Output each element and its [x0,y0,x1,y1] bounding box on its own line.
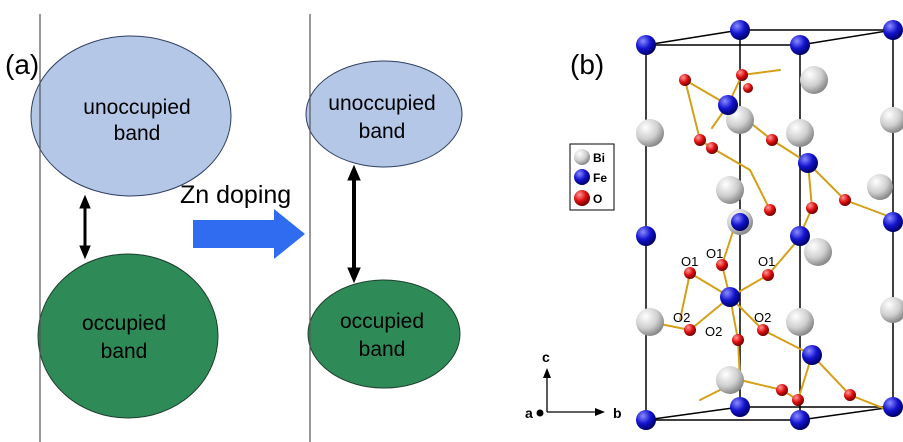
o-atom [684,324,696,336]
bi-atom [786,119,814,147]
axis-label-a: a [525,405,533,421]
band-gap-arrow-large [347,164,361,284]
site-label-o1: O1 [706,246,723,261]
band-gap-arrow-small [79,194,91,260]
bi-atom [804,238,832,266]
bi-atom [880,297,903,323]
fe-atom [790,226,810,246]
occupied-band-label-line2: band [101,340,148,363]
fe-atom [636,226,656,246]
unoccupied-band-label-line1: unoccupied [83,96,190,119]
unoccupied-band-ellipse [30,35,232,197]
site-labels: O1 O1 O1 O2 O2 O2 [673,246,775,339]
o-atom [792,394,804,406]
o-atom [732,334,744,346]
panel-b-label: (b) [570,49,604,80]
fe-atom [730,397,750,417]
fe-atom [636,35,656,55]
o-atom [743,83,753,93]
fe-atom [731,213,749,231]
bonds [649,69,894,413]
o-atom [806,202,818,214]
bi-atom [716,366,744,394]
o-atom [839,194,851,206]
undoped-band-diagram: unoccupied band occupied band [30,14,232,442]
bi-atom [636,119,664,147]
o-atom [694,134,706,146]
fe-atom [802,345,822,365]
unoccupied-band-label-line2: band [114,122,161,145]
fe-atom [883,397,903,417]
o-atoms [679,69,856,406]
doped-band-diagram: unoccupied band occupied band [305,14,463,442]
o-atom [764,204,776,216]
legend-bi-label: Bi [593,151,605,165]
occupied-band-label-line1: occupied [82,312,166,335]
site-label-o2: O2 [673,310,690,325]
zn-doping-arrow: Zn doping [180,181,305,259]
fe-atom [798,153,818,173]
o-atom [736,69,748,81]
fe-atom [718,95,738,115]
o-atom [716,259,728,271]
fe-atom [883,20,903,40]
axis-label-c: c [542,349,550,365]
bi-atom [636,308,664,336]
bi-atom [800,66,828,94]
fe-atoms [636,20,903,430]
legend-o-label: O [593,192,602,206]
fe-atom [790,410,810,430]
axis-label-b: b [613,405,622,421]
o-atom [844,389,856,401]
o-atom [757,324,769,336]
o-atom [766,134,778,146]
legend-fe-label: Fe [593,171,607,185]
panel-b: (b) Bi Fe O [525,20,903,430]
bi-atom [786,308,814,336]
legend-fe-swatch [574,169,590,185]
doped-occupied-label-line2: band [359,338,406,361]
o-atom [679,74,691,86]
legend-bi-swatch [574,149,590,165]
unit-cell [645,29,894,421]
fe-atom [730,20,750,40]
site-label-o2: O2 [754,310,771,325]
fe-atom [720,287,740,307]
atom-legend: Bi Fe O [569,143,615,211]
site-label-o1: O1 [681,254,698,269]
bi-atoms [636,66,903,394]
site-label-o1: O1 [758,254,775,269]
fe-atom [636,410,656,430]
axes-indicator: c a b [525,349,622,421]
panel-a: (a) unoccupied band occupied band Zn dop… [5,14,463,442]
doped-occupied-label-line1: occupied [340,310,424,333]
bi-atom [880,107,903,133]
legend-o-swatch [574,190,590,206]
panel-a-label: (a) [5,49,39,80]
fe-atom [883,212,903,232]
doped-occupied-band-ellipse [307,279,461,389]
doped-unoccupied-label-line1: unoccupied [328,92,435,115]
doping-arrow-shape [193,209,305,259]
doped-unoccupied-band-ellipse [305,60,463,168]
o-atom [706,142,718,154]
occupied-band-ellipse [37,253,219,419]
fe-atom [790,35,810,55]
o-atom [684,267,696,279]
zn-doping-label: Zn doping [180,181,291,209]
doped-unoccupied-label-line2: band [359,120,406,143]
o-atom [762,269,774,281]
o-atom [776,384,788,396]
bi-atom [716,176,744,204]
bi-atom [867,174,893,200]
site-label-o2: O2 [705,324,722,339]
